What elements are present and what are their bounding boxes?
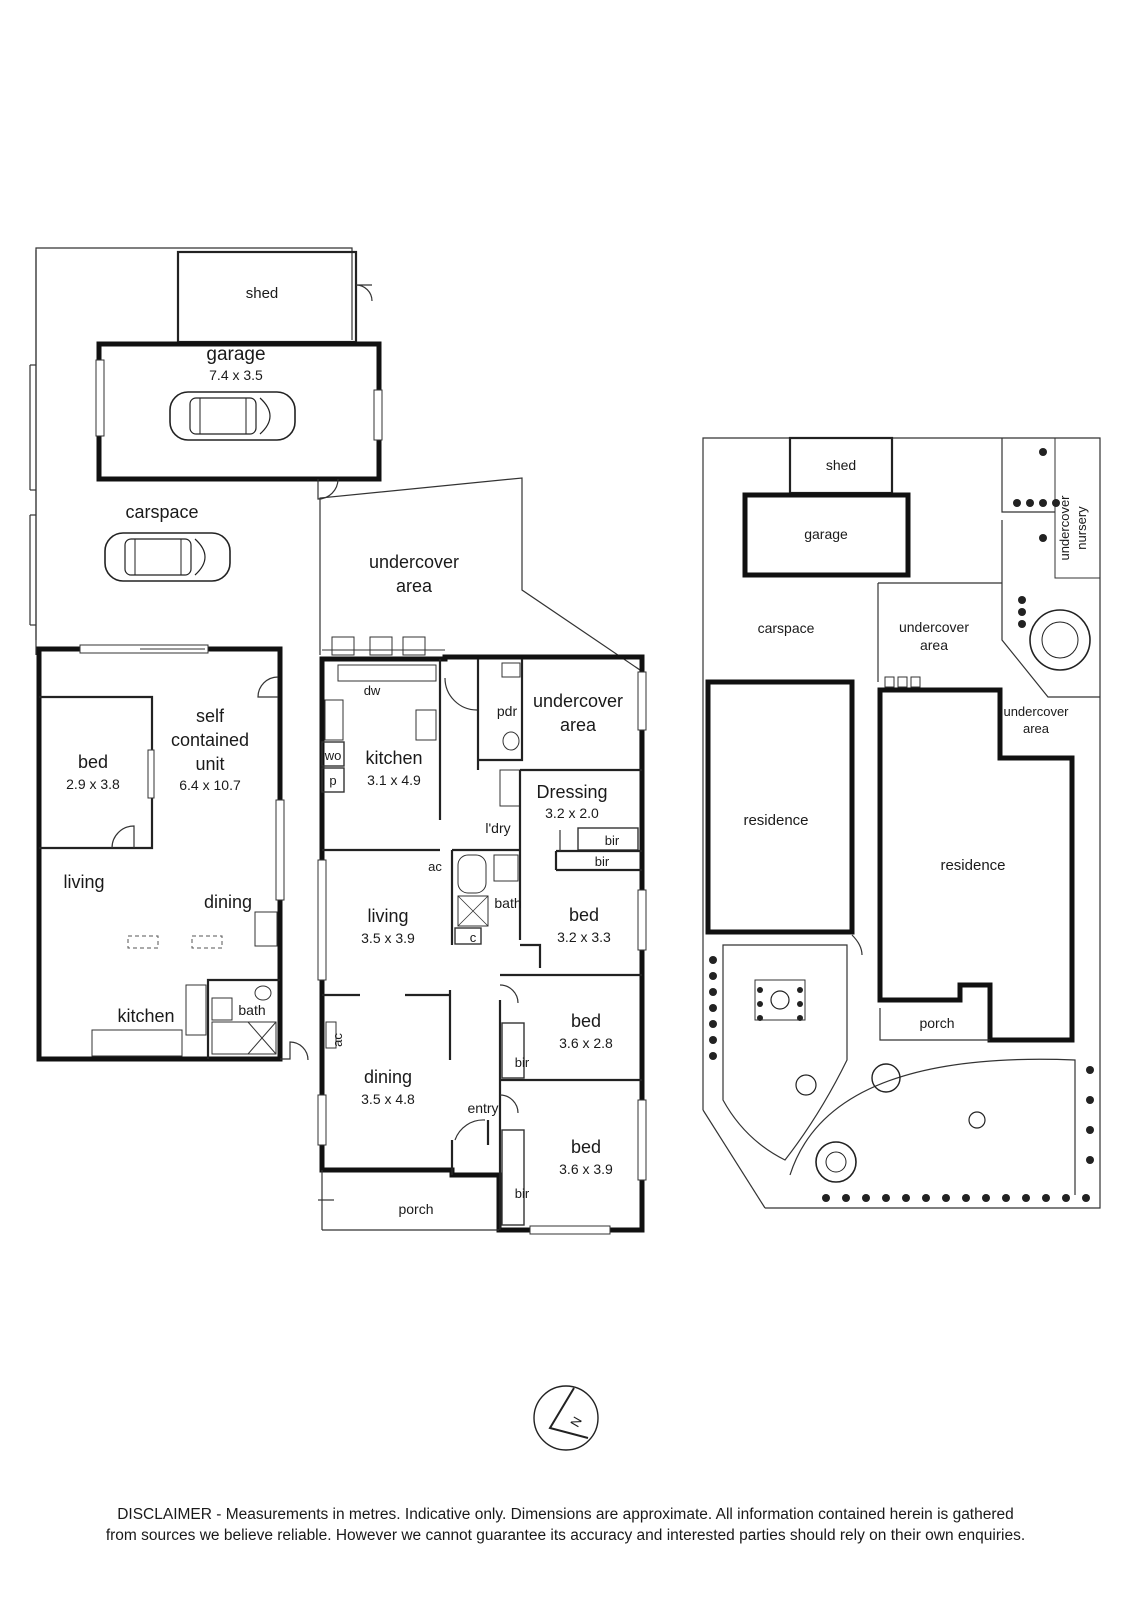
site-carspace-label: carspace — [758, 620, 815, 636]
unit-bath-label: bath — [238, 1002, 265, 1018]
ac-label-living: ac — [428, 859, 442, 874]
undercover-area-2-label: undercover — [533, 691, 623, 711]
tree-icon-2 — [815, 1141, 857, 1183]
disclaimer-line-1: DISCLAIMER - Measurements in metres. Ind… — [117, 1506, 1014, 1523]
bed3-dims: 3.6 x 3.9 — [559, 1161, 613, 1177]
site-garage-label: garage — [804, 526, 848, 542]
kitchen-dims: 3.1 x 4.9 — [367, 772, 421, 788]
bed3-bir-label: bir — [515, 1186, 530, 1201]
garage-label: garage — [206, 344, 265, 365]
unit-title-2: contained — [171, 730, 249, 750]
porch-label: porch — [398, 1201, 433, 1217]
car-garage-icon — [169, 391, 296, 441]
site-nursery-label-2: nursery — [1074, 506, 1089, 550]
unit-title-1: self — [196, 706, 225, 726]
dining-label: dining — [364, 1067, 412, 1087]
unit-bed-dims: 2.9 x 3.8 — [66, 776, 120, 792]
undercover-area-2-label-2: area — [560, 715, 597, 735]
site-shed-label: shed — [826, 457, 856, 473]
cupboard-label: c — [470, 930, 477, 945]
tree-icon — [1029, 609, 1091, 671]
living-dims: 3.5 x 3.9 — [361, 930, 415, 946]
site-undercover-1-label-2: area — [920, 637, 948, 653]
north-compass-icon: N — [533, 1385, 599, 1451]
site-plan: shed garage undercover nursery carspace … — [702, 436, 1101, 1209]
site-undercover-2-label-2: area — [1023, 721, 1050, 736]
bed2-label: bed — [571, 1011, 601, 1031]
undercover-area-1-label: undercover — [369, 552, 459, 572]
disclaimer-line-2: from sources we believe reliable. Howeve… — [105, 1527, 1026, 1544]
unit-title-3: unit — [195, 754, 224, 774]
site-porch-label: porch — [919, 1015, 954, 1031]
living-label: living — [367, 906, 408, 926]
unit-kitchen-label: kitchen — [117, 1006, 174, 1026]
entry-label: entry — [467, 1100, 498, 1116]
site-nursery-label-1: undercover — [1057, 495, 1072, 561]
unit-dims: 6.4 x 10.7 — [179, 777, 241, 793]
main-floor-plan: shed garage 7.4 x 3.5 carspace undercove… — [29, 247, 647, 1235]
shrub-icon-3 — [968, 1111, 986, 1129]
disclaimer: DISCLAIMER - Measurements in metres. Ind… — [0, 1504, 1131, 1546]
bed2-dims: 3.6 x 2.8 — [559, 1035, 613, 1051]
kitchen-label: kitchen — [365, 748, 422, 768]
dishwasher-label: dw — [364, 683, 381, 698]
bed1-dims: 3.2 x 3.3 — [557, 929, 611, 945]
dressing-label: Dressing — [536, 782, 607, 802]
unit-bed-label: bed — [78, 752, 108, 772]
site-undercover-1-label: undercover — [899, 619, 969, 635]
bed1-bir-label: bir — [595, 854, 610, 869]
powder-room-label: pdr — [497, 703, 518, 719]
dressing-dims: 3.2 x 2.0 — [545, 805, 599, 821]
shrub-icon-1 — [871, 1063, 901, 1093]
unit-living-label: living — [63, 872, 104, 892]
unit-outline — [36, 646, 283, 1062]
carspace-label: carspace — [125, 502, 198, 522]
shrub-icon-2 — [795, 1074, 817, 1096]
garage-dims: 7.4 x 3.5 — [209, 367, 263, 383]
pantry-label: p — [329, 773, 336, 788]
site-boundary — [35, 247, 353, 655]
ac-label-dining: ac — [330, 1033, 345, 1047]
wall-oven-label: wo — [324, 748, 342, 763]
bath-label: bath — [494, 895, 521, 911]
site-undercover-2-label: undercover — [1003, 704, 1069, 719]
dining-dims: 3.5 x 4.8 — [361, 1091, 415, 1107]
shed-label: shed — [246, 285, 279, 302]
laundry-label: l'dry — [485, 820, 510, 836]
compass-north-label: N — [567, 1414, 585, 1430]
car-carspace-icon — [104, 532, 231, 582]
shrubs-icon — [709, 448, 1094, 1202]
site-residence-2-label: residence — [940, 857, 1005, 874]
bed3-label: bed — [571, 1137, 601, 1157]
unit-dining-label: dining — [204, 892, 252, 912]
bed2-bir-label: bir — [515, 1055, 530, 1070]
site-residence-1-label: residence — [743, 812, 808, 829]
dressing-bir-label: bir — [605, 833, 620, 848]
bed1-label: bed — [569, 905, 599, 925]
undercover-area-1-label-2: area — [396, 576, 433, 596]
